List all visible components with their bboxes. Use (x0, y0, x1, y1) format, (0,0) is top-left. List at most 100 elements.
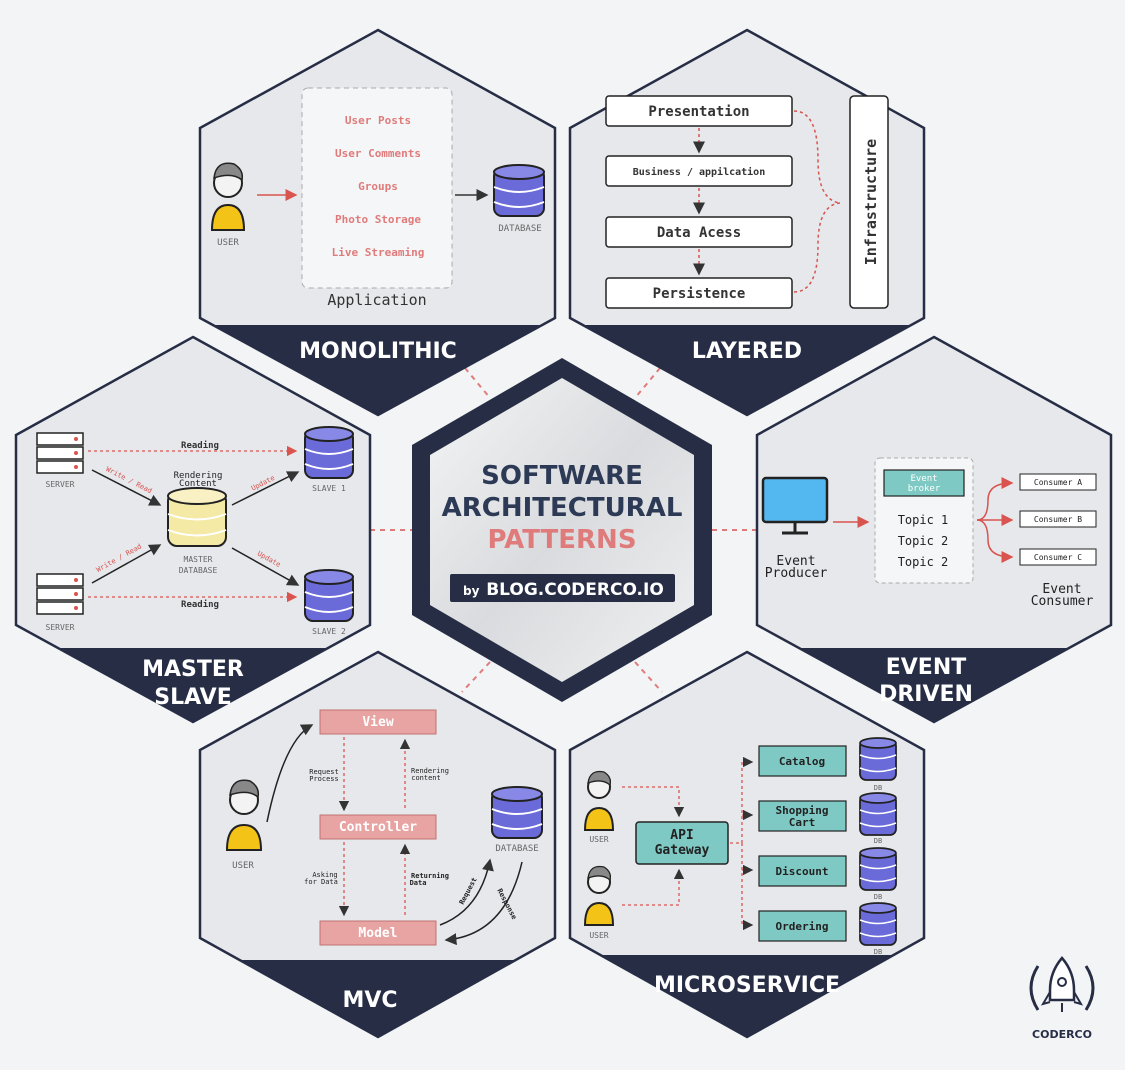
consumer-a-label: Consumer A (1034, 478, 1082, 487)
slave-2-database-icon (304, 569, 354, 622)
feature-photo-storage: Photo Storage (335, 213, 421, 226)
event-driven-panel: Event Producer Event broker Topic 1 Topi… (755, 335, 1113, 724)
service-catalog-label: Catalog (779, 755, 825, 768)
db-label-4: DB (874, 948, 882, 956)
rendering-content-label-1: Rendering (411, 767, 449, 775)
slave-title: SLAVE (154, 685, 231, 710)
database-icon (493, 164, 545, 217)
request-process-label-1: Request (309, 768, 339, 776)
monitor-icon (761, 476, 829, 535)
feature-live-streaming: Live Streaming (332, 246, 425, 259)
logo-text: CODERCO (1032, 1028, 1092, 1041)
feature-user-posts: User Posts (345, 114, 411, 127)
consumer-a-box (1019, 473, 1097, 491)
mvc-database-icon (491, 786, 543, 839)
event-title: EVENT (886, 655, 967, 680)
mvc-user-label: USER (232, 861, 254, 871)
controller-label: Controller (339, 820, 417, 835)
model-box (319, 920, 437, 946)
db-icon (859, 737, 897, 781)
layer-data-access-label: Data Acess (657, 225, 741, 241)
returning-label-2: Data (410, 879, 427, 887)
broker-label-2: broker (908, 484, 941, 494)
reading-label-1: Reading (181, 440, 219, 451)
producer-label-1: Event (776, 554, 815, 569)
db-label-2: DB (874, 837, 882, 845)
slave-1-label: SLAVE 1 (312, 484, 346, 493)
service-shopping-label: Shopping (776, 804, 829, 817)
reading-label-2: Reading (181, 599, 219, 610)
layer-persistence (605, 277, 793, 309)
db-label-1: DB (874, 784, 882, 792)
consumer-c-box (1019, 548, 1097, 566)
user-icon (583, 770, 615, 831)
slave-1-database-icon (304, 426, 354, 479)
topic-2: Topic 2 (898, 534, 949, 548)
service-ordering (758, 910, 847, 942)
service-ordering-label: Ordering (776, 920, 829, 933)
user-icon (210, 162, 246, 231)
master-title: MASTER (142, 657, 244, 682)
master-db-label-2: DATABASE (179, 566, 218, 575)
consumer-b-box (1019, 510, 1097, 528)
coderco-logo: CODERCO (1029, 956, 1095, 1041)
server-icon (36, 432, 84, 474)
driven-title: DRIVEN (879, 682, 973, 707)
event-broker-header (883, 469, 965, 497)
infrastructure-label: Infrastructure (862, 139, 880, 265)
user-icon (225, 779, 263, 851)
connector-lines (370, 367, 757, 693)
topic-1: Topic 1 (898, 513, 949, 527)
consumer-label-2: Consumer (1031, 594, 1094, 609)
master-slave-panel: SERVER SERVER Reading Reading Write / Re… (14, 335, 372, 724)
infrastructure-box (849, 95, 889, 309)
monolithic-title: MONOLITHIC (299, 339, 457, 364)
application-box (301, 87, 453, 289)
server-icon (36, 573, 84, 615)
rendering-label-1: Rendering (174, 471, 223, 481)
master-db-label-1: MASTER (184, 555, 213, 564)
view-label: View (362, 715, 393, 730)
application-label: Application (327, 291, 426, 309)
service-shopping-cart (758, 800, 847, 832)
api-gateway-box (635, 821, 729, 865)
rendering-label-2: Content (179, 479, 217, 489)
user-icon (583, 865, 615, 926)
request-process-label-2: Process (309, 775, 339, 783)
center-site: BLOG.CODERCO.IO (486, 580, 664, 600)
center-badge: SOFTWARE ARCHITECTURAL PATTERNS by BLOG.… (412, 358, 712, 702)
gateway-label-2: Gateway (655, 843, 710, 858)
view-box (319, 709, 437, 735)
returning-label-1: Returning (411, 872, 449, 880)
center-by: by (463, 584, 480, 598)
server-1-label: SERVER (46, 480, 75, 489)
micro-user-label-1: USER (589, 835, 608, 844)
feature-user-comments: User Comments (335, 147, 421, 160)
center-title-line3: PATTERNS (487, 525, 636, 555)
layered-title: LAYERED (692, 339, 802, 364)
gateway-label-1: API (670, 828, 693, 843)
topic-3: Topic 2 (898, 555, 949, 569)
db-icon (859, 792, 897, 836)
layer-presentation (605, 95, 793, 127)
asking-label-1: Asking (312, 871, 337, 879)
service-cart-label: Cart (789, 816, 816, 829)
micro-user-label-2: USER (589, 931, 608, 940)
producer-label-2: Producer (765, 566, 828, 581)
microservice-title: MICROSERVICE (654, 973, 840, 998)
master-database-icon (167, 487, 227, 547)
feature-groups: Groups (358, 180, 398, 193)
layer-business (605, 155, 793, 187)
center-title-line2: ARCHITECTURAL (442, 493, 683, 523)
model-label: Model (358, 926, 397, 941)
controller-box (319, 814, 437, 840)
server-2-label: SERVER (46, 623, 75, 632)
slave-2-label: SLAVE 2 (312, 627, 346, 636)
service-discount-label: Discount (776, 865, 829, 878)
rendering-content-label-2: content (411, 774, 441, 782)
consumer-b-label: Consumer B (1034, 515, 1082, 524)
user-label: USER (217, 238, 239, 248)
layer-presentation-label: Presentation (648, 104, 749, 120)
layer-data-access (605, 216, 793, 248)
